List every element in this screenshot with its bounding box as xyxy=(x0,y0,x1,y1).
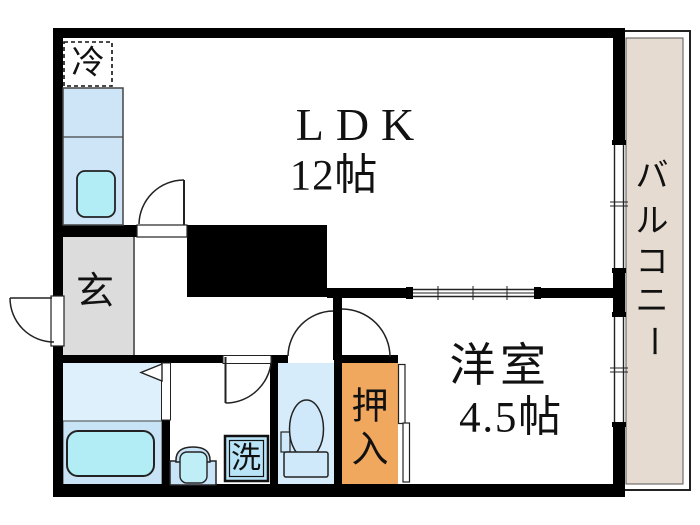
wall-left xyxy=(53,28,63,497)
washroom-door-arc xyxy=(225,356,273,404)
western-room-size-label: 4.5帖 xyxy=(459,394,563,442)
bathroom-door-triangle xyxy=(139,362,163,383)
balcony xyxy=(623,30,691,491)
refrigerator-space xyxy=(63,41,113,87)
closet-label-char1: 押 xyxy=(351,386,389,428)
closet-floor xyxy=(342,363,398,485)
wall-center-block xyxy=(187,225,327,297)
toilet-tank xyxy=(283,451,329,478)
balcony-floor xyxy=(625,37,684,485)
wall-top xyxy=(53,28,625,38)
toilet-door-arc xyxy=(287,310,334,357)
entrance-door-arc xyxy=(9,297,55,343)
ldk-label: LDK xyxy=(295,99,427,150)
wall-kitchen-bottom xyxy=(63,225,137,237)
balcony-label-char4: ニ xyxy=(635,283,669,320)
entrance-door xyxy=(9,295,65,347)
refrigerator-label: 冷 xyxy=(71,45,105,82)
wall-ldk-east-divider xyxy=(537,288,615,298)
balcony-label-char5: ー xyxy=(634,324,671,358)
wall-right-lower xyxy=(613,422,625,497)
toilet-side-unit xyxy=(280,431,291,453)
wall-hall-bottom-west xyxy=(53,355,223,363)
toilet xyxy=(280,399,329,478)
genkan-floor xyxy=(63,237,133,355)
washroom-door xyxy=(222,355,273,404)
wall-right-upper xyxy=(613,28,625,145)
wall-closet-top xyxy=(342,355,398,363)
wall-door-stub xyxy=(333,288,342,360)
wall-toilet-closet xyxy=(334,355,342,485)
wall-bottom xyxy=(53,484,623,497)
genkan-label: 玄 xyxy=(75,271,115,313)
bathroom-folding-door xyxy=(139,362,171,421)
closet-label-char2: 入 xyxy=(351,429,389,471)
toilet-bowl xyxy=(288,399,325,459)
wall-right-middle xyxy=(613,268,625,317)
wall-bath-washroom xyxy=(162,420,170,485)
kitchen-door-arc xyxy=(138,179,185,225)
wall-ldk-west-divider xyxy=(327,288,410,298)
western-room-door xyxy=(341,308,391,358)
window-western-balcony xyxy=(610,312,628,427)
western-room-door-arc xyxy=(341,308,391,358)
wall-washroom-toilet xyxy=(270,355,278,485)
kitchen-door xyxy=(136,179,188,238)
toilet-door xyxy=(287,310,334,357)
closet-sliding-doors xyxy=(397,363,411,483)
washing-machine xyxy=(223,434,270,483)
balcony-label-char3: コ xyxy=(635,244,669,281)
balcony-label-char2: ル xyxy=(635,203,669,240)
kitchen-counter xyxy=(62,87,124,226)
ldk-size-label: 12帖 xyxy=(289,152,379,200)
bathtub xyxy=(66,430,155,477)
wash-basin xyxy=(169,446,217,486)
window-ldk-balcony xyxy=(610,140,628,273)
washing-machine-label: 洗 xyxy=(231,442,261,475)
balcony-label-char1: バ xyxy=(635,158,669,195)
kitchen-sink xyxy=(76,170,116,218)
western-room-label: 洋室 xyxy=(449,340,551,391)
wall-hall-bottom-mid xyxy=(271,355,288,363)
window-ldk-western xyxy=(406,286,541,300)
